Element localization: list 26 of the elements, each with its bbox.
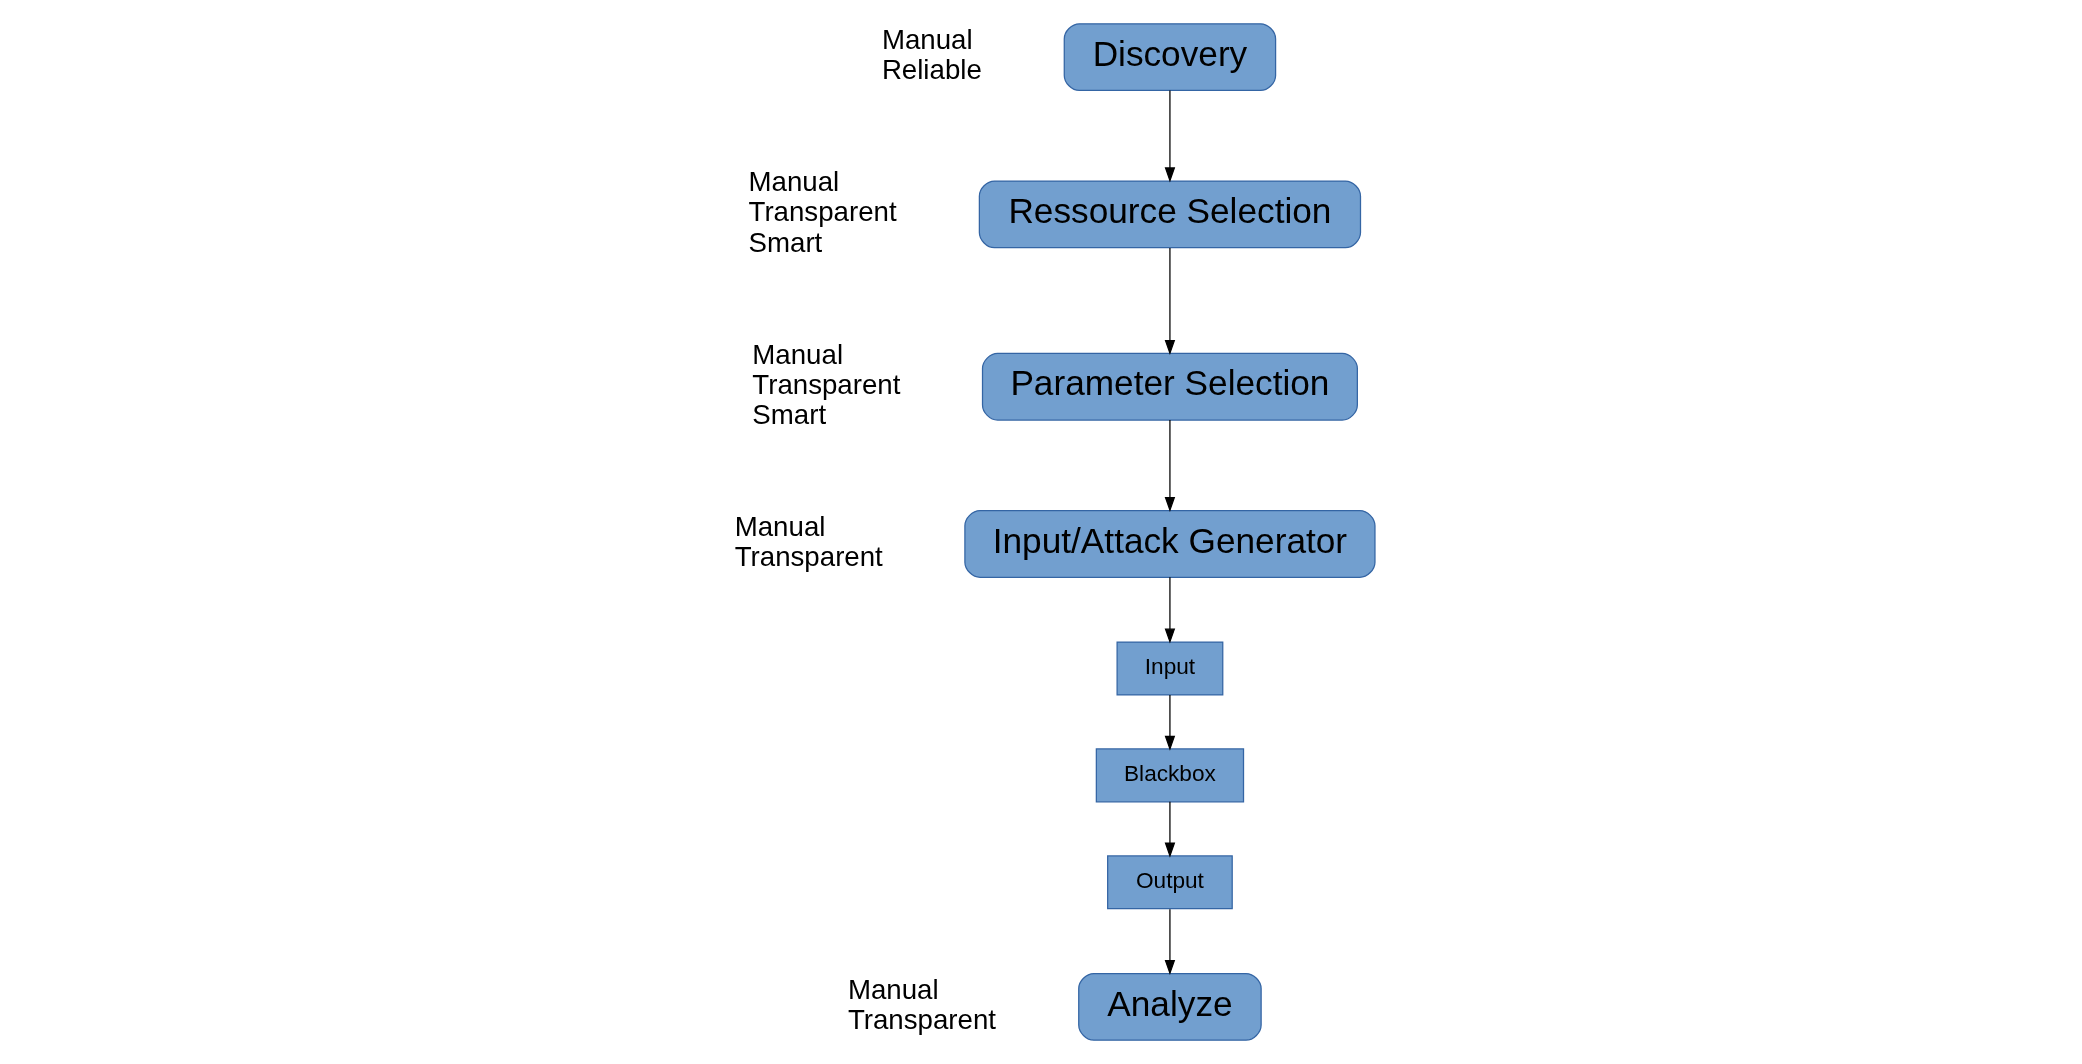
- node-box: Blackbox: [1095, 748, 1245, 803]
- node-box: Discovery: [1063, 23, 1277, 92]
- node-label: Transparent: [734, 541, 883, 573]
- node-label: Manual: [734, 510, 826, 542]
- node-box: Input/Attack Generator: [964, 510, 1376, 578]
- node-box: Input: [1116, 641, 1224, 696]
- node-label: Manual: [847, 973, 939, 1005]
- node-box: Output: [1107, 855, 1233, 910]
- arrow: [1164, 576, 1176, 644]
- node-box: Parameter Selection: [981, 352, 1358, 421]
- node-box: Ressource Selection: [978, 180, 1362, 249]
- arrow: [1164, 694, 1176, 751]
- node-label: Transparent: [752, 368, 901, 400]
- node-label: Manual: [748, 166, 840, 198]
- node-label: Smart: [748, 226, 823, 258]
- arrow: [1164, 908, 1176, 976]
- node-box: Analyze: [1078, 972, 1262, 1041]
- arrow: [1164, 801, 1176, 858]
- arrow: [1164, 247, 1176, 356]
- node-label: Reliable: [881, 54, 982, 86]
- arrow: [1164, 419, 1176, 512]
- node-label: Transparent: [748, 196, 897, 228]
- node-label: Manual: [752, 338, 844, 370]
- arrow: [1164, 89, 1176, 183]
- node-label: Transparent: [847, 1003, 997, 1035]
- node-label: Manual: [881, 24, 973, 56]
